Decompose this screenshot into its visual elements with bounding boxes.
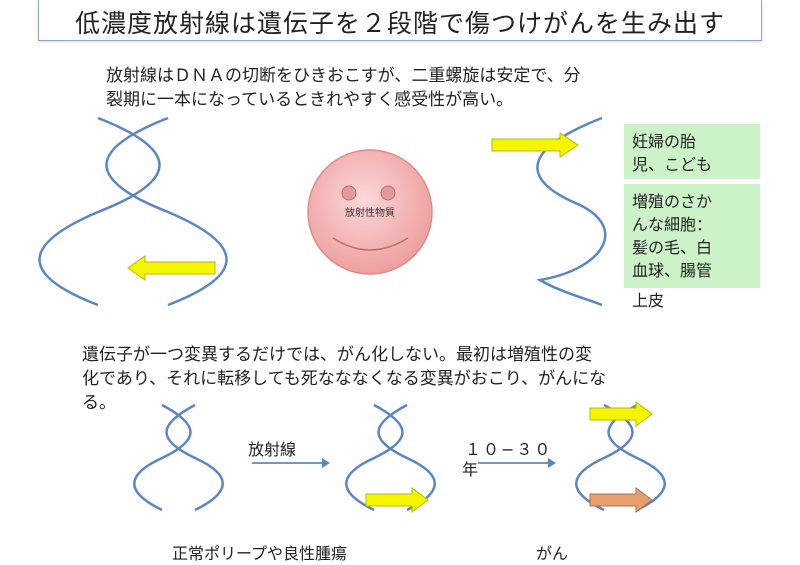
intro-text-line-1: 放射線はＤＮＡの切断をひきおこすが、二重螺旋は安定で、分 (106, 66, 581, 86)
green-box-2-line-5: 上皮 (632, 291, 665, 310)
green-box-2-line-1: 増殖のさか (632, 192, 713, 211)
green-box-2-line-2: んな細胞： (632, 215, 713, 234)
second-text-line-3: る。 (82, 393, 116, 413)
green-box-1-line-1: 妊婦の胎 (632, 132, 697, 151)
second-text-line-1: 遺伝子が一つ変異するだけでは、がん化しない。最初は増殖性の変 (82, 345, 592, 365)
yellow-arrow-left (127, 255, 216, 281)
intro-text: 放射線はＤＮＡの切断をひきおこすが、二重螺旋は安定で、分 裂期に一本になっている… (106, 64, 581, 112)
helix-strand-a (38, 116, 161, 307)
helix-strand-b (105, 116, 228, 307)
radioactive-face (307, 149, 433, 275)
second-text: 遺伝子が一つ変異するだけでは、がん化しない。最初は増殖性の変 化であり、それに転… (82, 343, 606, 415)
green-box-2-line-3: 髪の毛、白 (632, 238, 713, 257)
yellow-arrow-right (491, 132, 579, 158)
face-right-eye (380, 185, 396, 201)
arrow-label-years-1: １０−３０ (465, 440, 553, 459)
page-title: 低濃度放射線は遺伝子を２段階で傷つけがんを生み出す (74, 9, 725, 38)
caption-right: がん (536, 544, 569, 563)
intro-text-line-2: 裂期に一本になっているときれやすく感受性が高い。 (106, 90, 514, 110)
green-box-fetus: 妊婦の胎 児、こども (624, 124, 760, 179)
caption-left: 正常ポリープや良性腫瘍 (172, 544, 348, 563)
orange-arrow-bottom-3 (589, 487, 653, 513)
double-helix-bottom-2 (345, 403, 436, 512)
arrow-radiation (252, 458, 330, 468)
double-helix-bottom-3 (575, 403, 666, 512)
yellow-arrow-bottom-3 (589, 401, 653, 427)
double-helix-bottom-1 (133, 403, 224, 512)
arrow-label-radiation: 放射線 (248, 440, 297, 459)
yellow-arrow-bottom-2 (365, 487, 429, 513)
face-label: 放射性物質 (345, 208, 395, 219)
second-text-line-2: 化であり、それに転移しても死なななくなる変異がおこり、がんにな (82, 369, 607, 389)
arrow-label-years-2: 年 (462, 460, 479, 479)
green-box-1-line-2: 児、こども (632, 155, 713, 174)
arrow-years (478, 458, 556, 468)
face-circle (307, 149, 433, 275)
green-box-cells: 増殖のさか んな細胞： 髪の毛、白 血球、腸管 (624, 184, 760, 288)
double-helix-left (38, 116, 228, 307)
face-left-eye (341, 185, 357, 201)
green-box-2-line-4: 血球、腸管 (632, 261, 713, 280)
title-box: 低濃度放射線は遺伝子を２段階で傷つけがんを生み出す (38, 0, 762, 41)
face-smile (332, 237, 409, 251)
single-strand-right (536, 116, 607, 307)
